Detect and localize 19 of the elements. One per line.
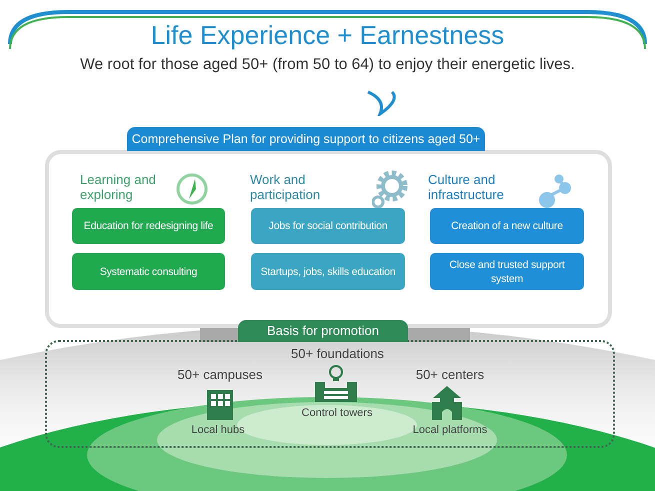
icon-caption: 50+ foundations (290, 346, 385, 361)
program-box: Close and trusted support system (430, 253, 584, 290)
column-heading: Work and participation (250, 172, 322, 202)
icon-caption: Local hubs (190, 424, 246, 437)
program-box: Education for redesigning life (72, 208, 225, 244)
icon-caption: Control towers (300, 407, 374, 420)
panel-header: Comprehensive Plan for providing support to citizens aged 50+ (127, 127, 485, 151)
column-heading: Culture and infrastructure (428, 172, 505, 202)
icon-caption: Local platforms (412, 424, 488, 437)
icon-caption: 50+ centers (414, 367, 486, 382)
subtitle: We root for those aged 50+ (from 50 to 64) to enjoy their energetic lives. (79, 56, 576, 74)
program-box: Systematic consulting (72, 253, 225, 290)
section-header: Basis for promotion (238, 320, 408, 342)
program-box: Jobs for social contribution (251, 208, 405, 244)
program-box: Startups, jobs, skills education (251, 253, 405, 290)
program-box: Creation of a new culture (430, 208, 584, 244)
column-heading: Learning and exploring (80, 172, 157, 202)
title: Life Experience + Earnestness (150, 20, 506, 51)
icon-caption: 50+ campuses (176, 367, 264, 382)
